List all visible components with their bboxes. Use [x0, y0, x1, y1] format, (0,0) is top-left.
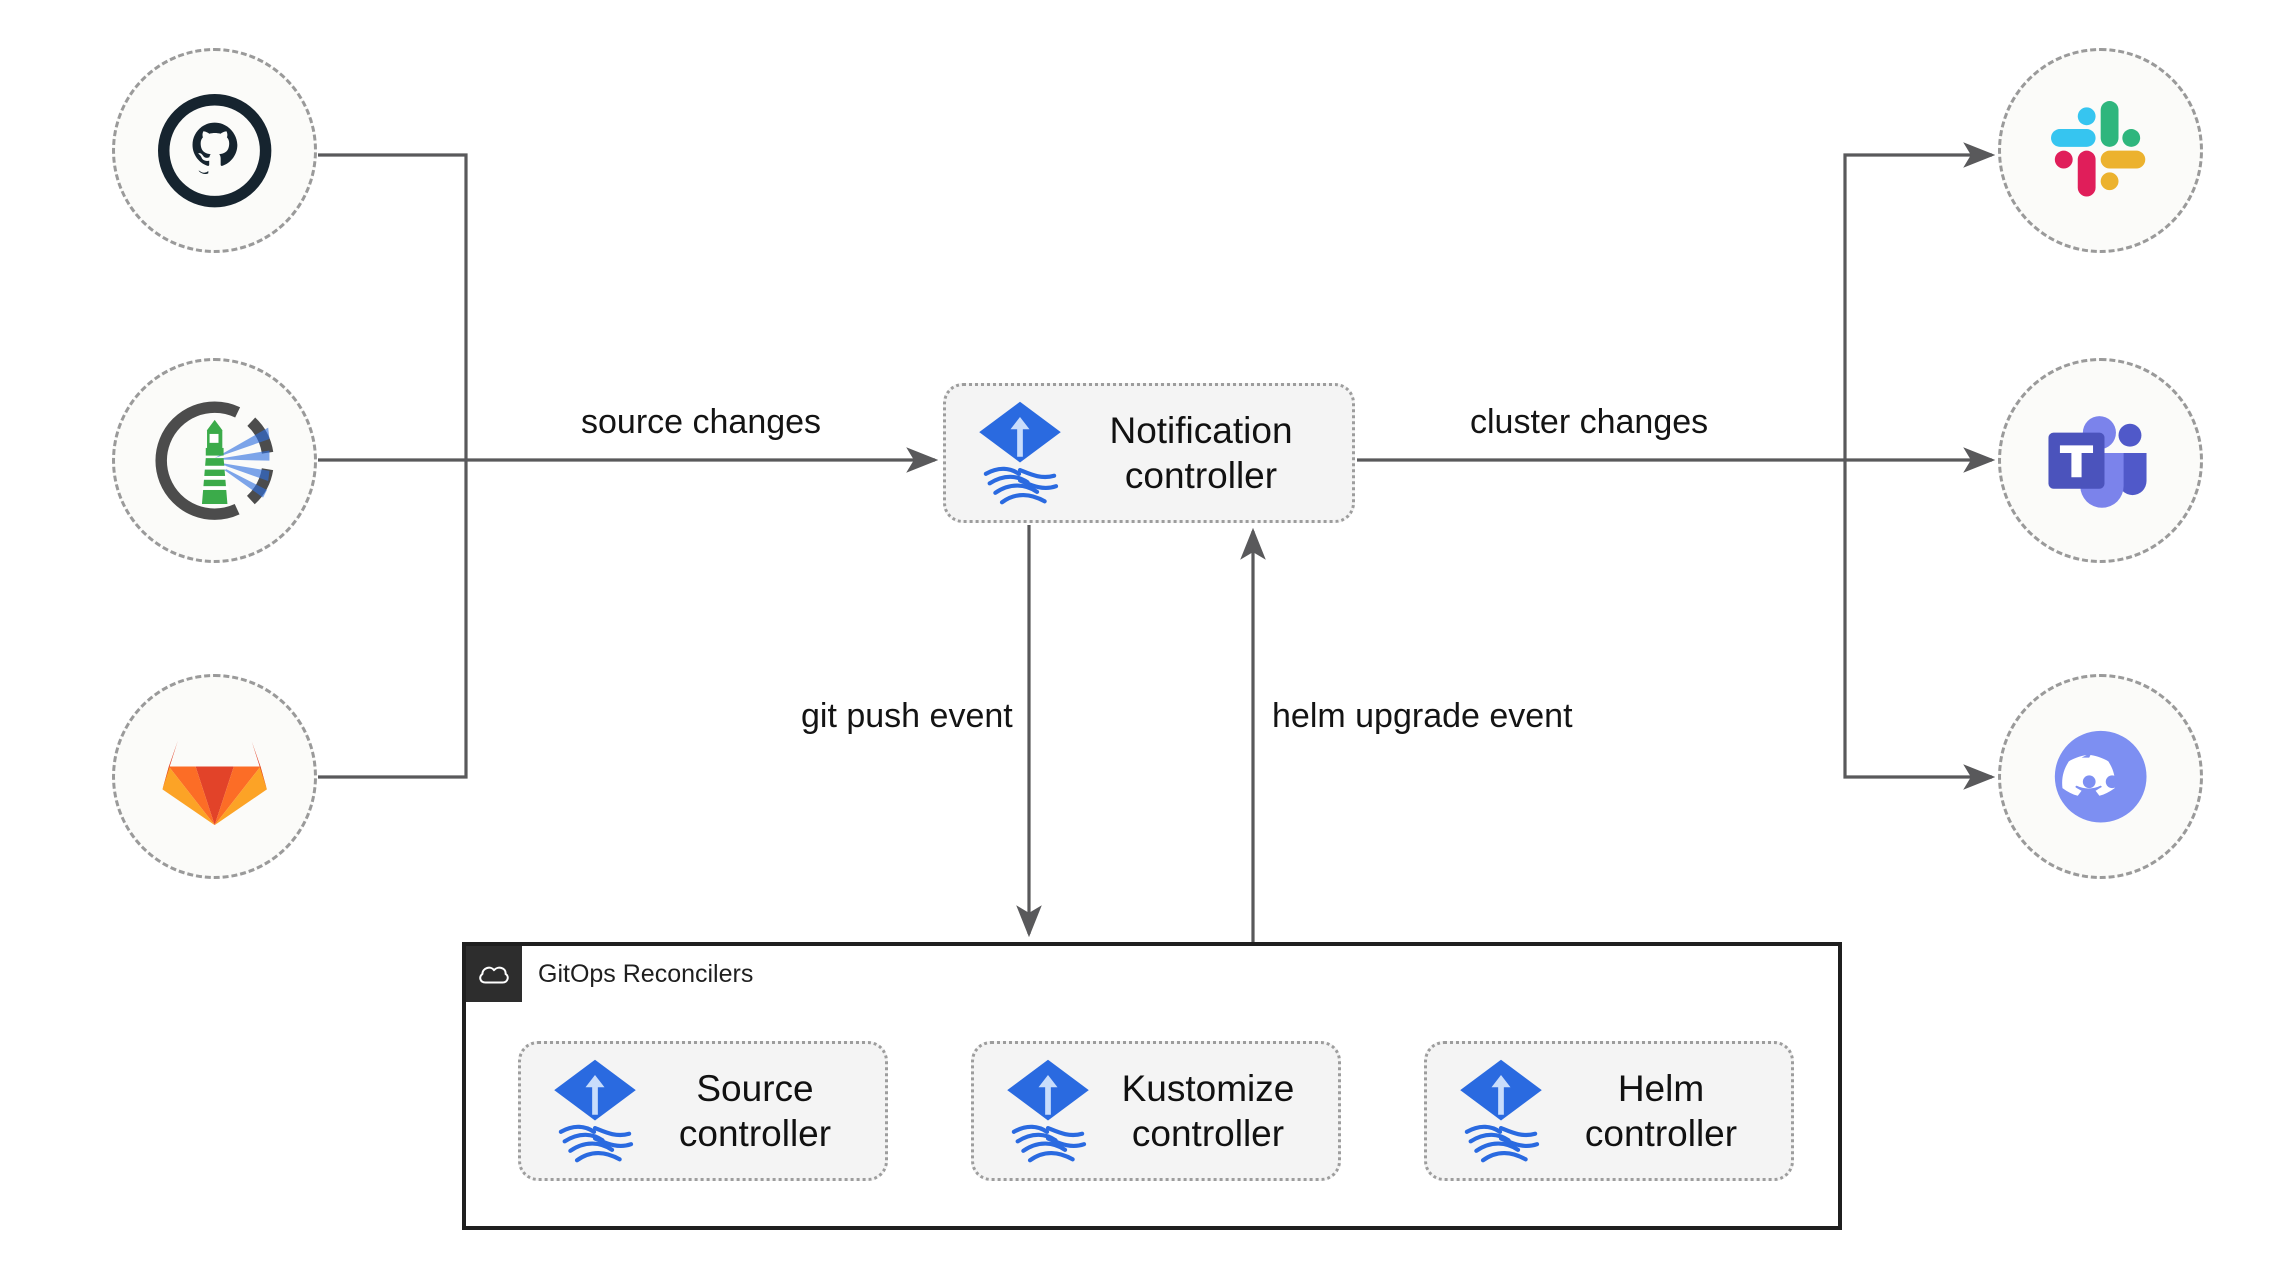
flux-controller-icon [1000, 1056, 1096, 1166]
edge-label-source-changes: source changes [581, 403, 822, 441]
cloud-icon [466, 946, 522, 1002]
github-icon [151, 87, 278, 214]
discord-icon [2037, 713, 2164, 840]
gitops-reconcilers-container: GitOps Reconcilers Source con [462, 942, 1842, 1230]
source-node-flux[interactable] [112, 358, 317, 563]
notification-controller-label: Notification controller [1109, 409, 1293, 496]
flux-lighthouse-icon [151, 397, 278, 524]
source-node-github[interactable] [112, 48, 317, 253]
wire-rightbus-to-slack [1843, 142, 1996, 460]
flux-controller-icon [972, 398, 1068, 508]
gitops-reconcilers-title: GitOps Reconcilers [538, 959, 754, 988]
kustomize-controller-label: Kustomize controller [1121, 1067, 1295, 1154]
gitops-reconcilers-header: GitOps Reconcilers [466, 946, 753, 1002]
edge-label-git-push-event: git push event [801, 697, 1013, 735]
flux-controller-icon [1453, 1056, 1549, 1166]
helm-controller-label: Helm controller [1584, 1067, 1738, 1154]
flux-controller-icon [547, 1056, 643, 1166]
kustomize-controller-box[interactable]: Kustomize controller [971, 1041, 1341, 1181]
notification-controller-box[interactable]: Notification controller [943, 383, 1355, 523]
helm-controller-box[interactable]: Helm controller [1424, 1041, 1794, 1181]
target-node-discord[interactable] [1998, 674, 2203, 879]
source-controller-label: Source controller [678, 1067, 832, 1154]
gitlab-icon [151, 713, 278, 840]
edge-label-helm-upgrade-event: helm upgrade event [1272, 697, 1573, 735]
wire-github-to-bus [318, 153, 468, 460]
wire-gitlab-to-bus [318, 460, 468, 779]
slack-icon [2037, 87, 2164, 214]
source-node-gitlab[interactable] [112, 674, 317, 879]
source-controller-box[interactable]: Source controller [518, 1041, 888, 1181]
target-node-slack[interactable] [1998, 48, 2203, 253]
target-node-teams[interactable] [1998, 358, 2203, 563]
edge-label-cluster-changes: cluster changes [1470, 403, 1709, 441]
wire-rightbus-to-discord [1843, 460, 1996, 790]
microsoft-teams-icon [2037, 397, 2164, 524]
